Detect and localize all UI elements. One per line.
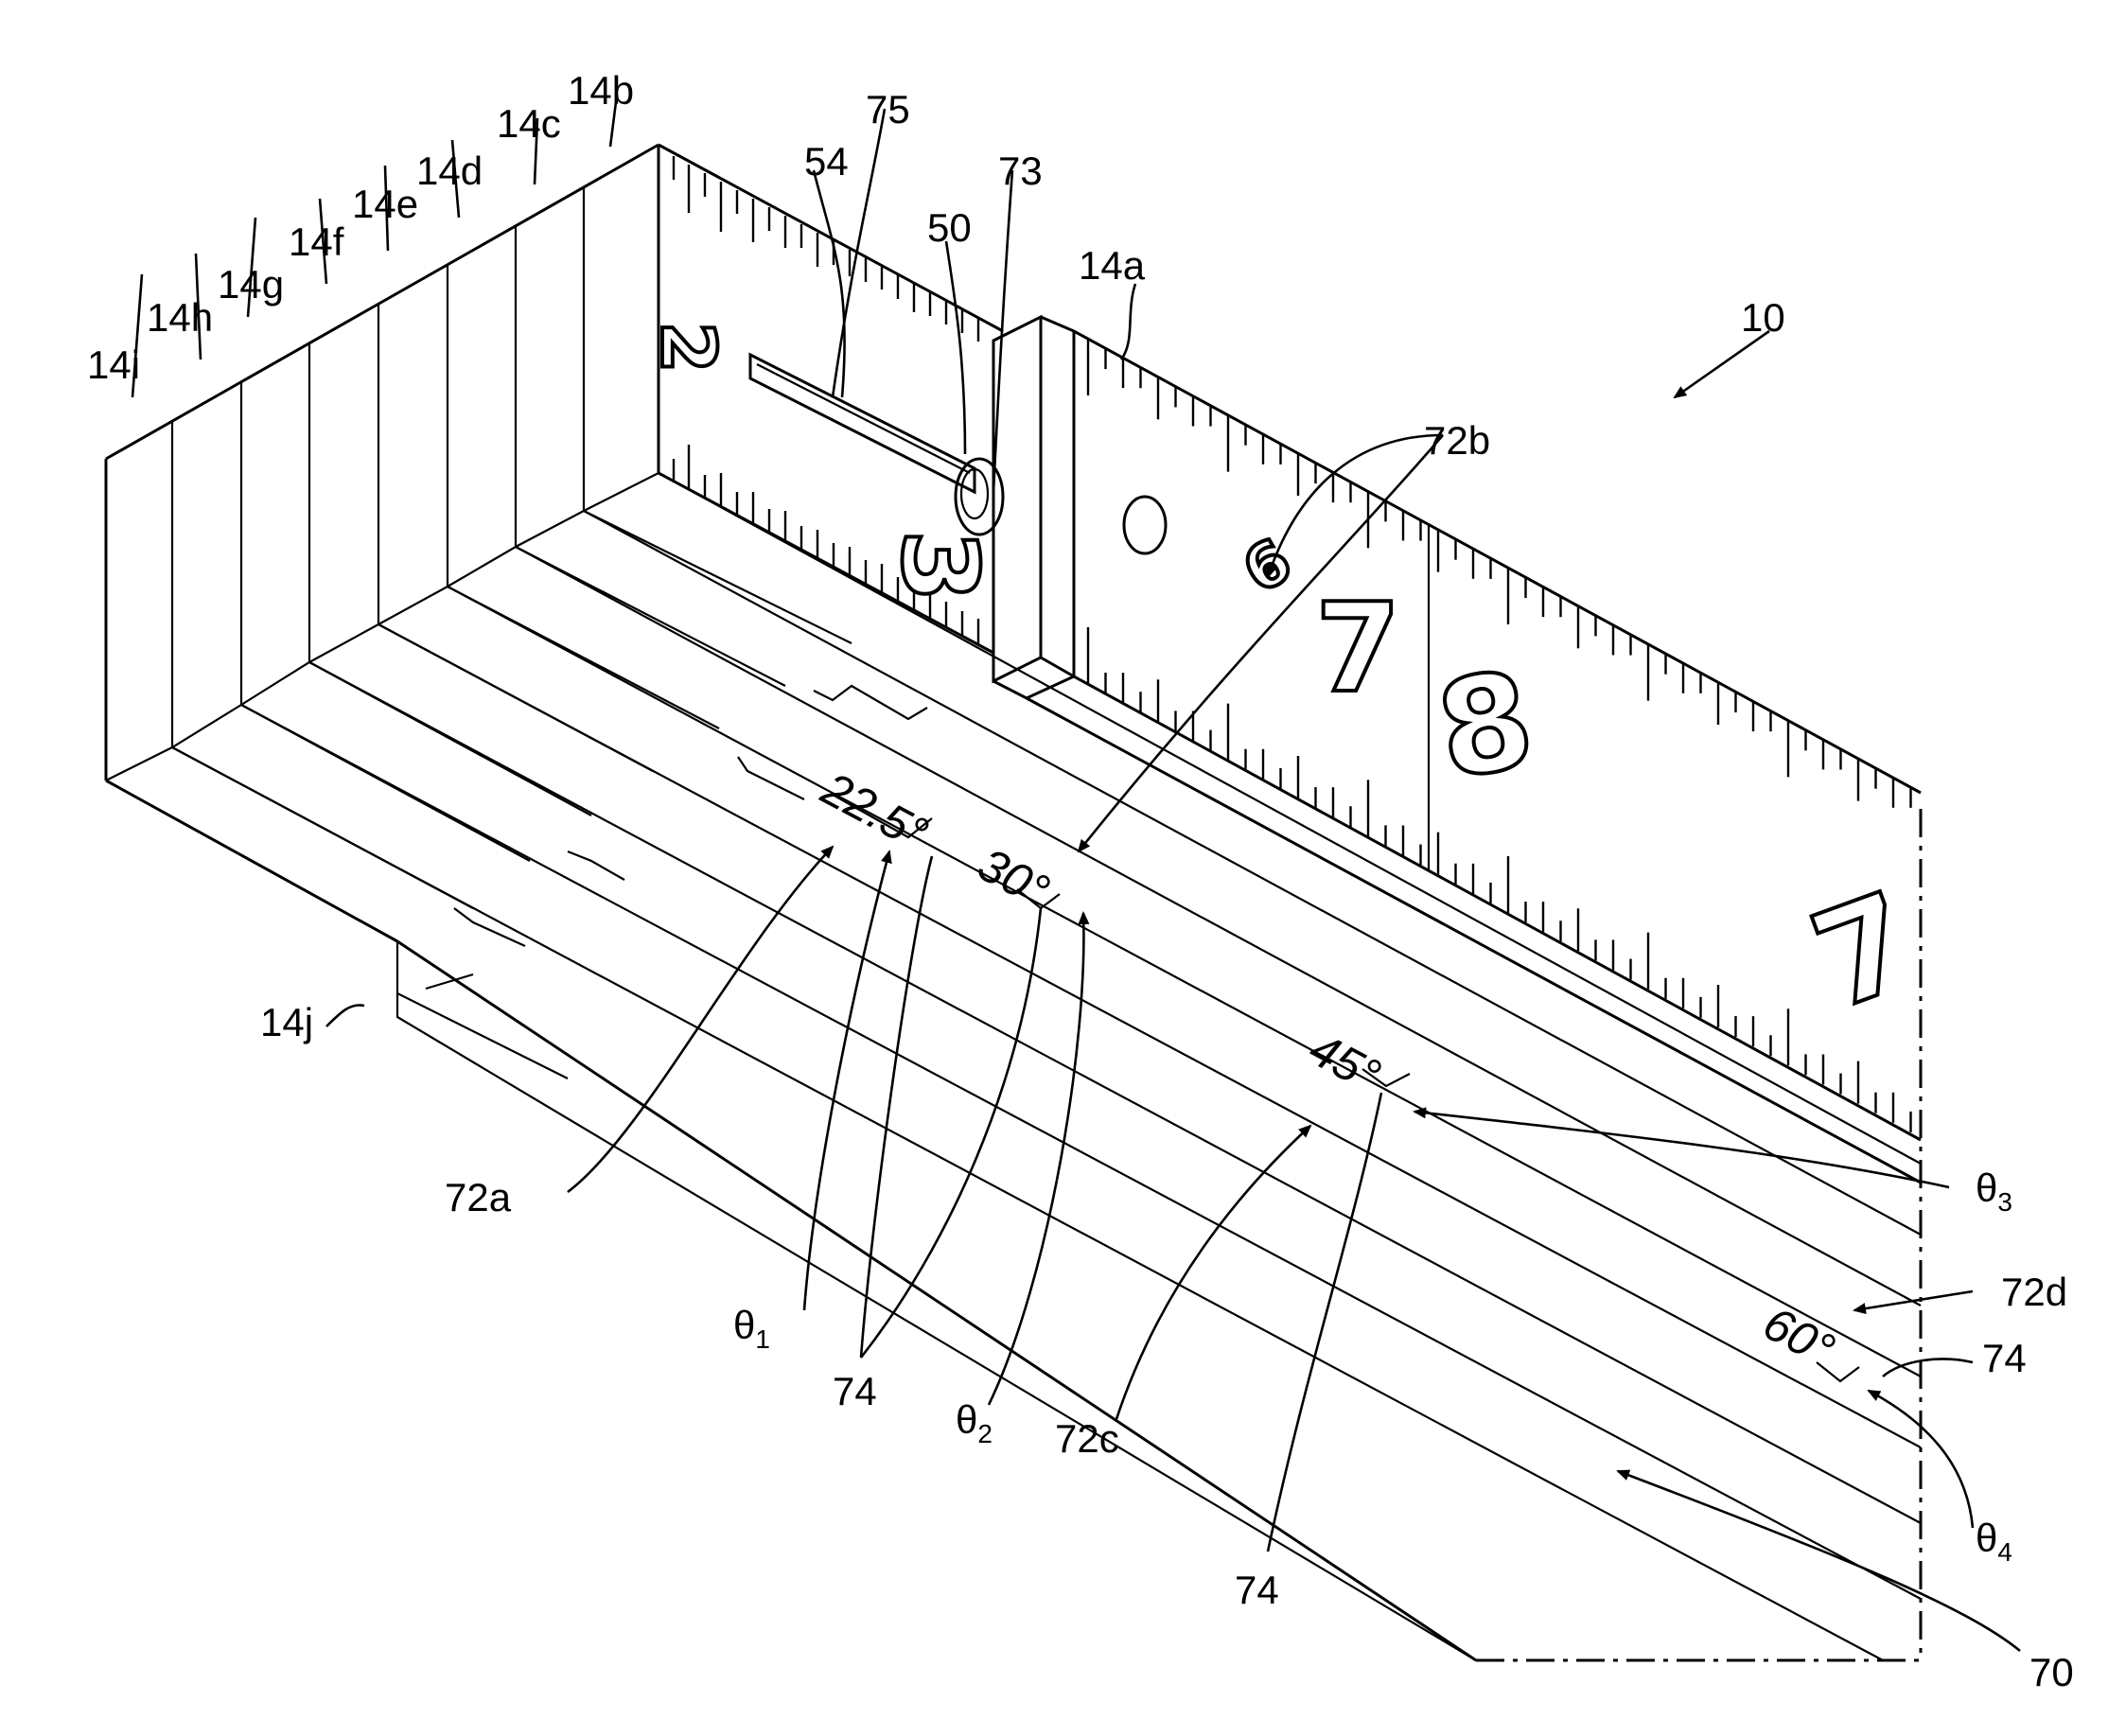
label-72a: 72a <box>445 1175 512 1219</box>
ruler-digit-7-lower: 7 <box>1795 864 1934 1040</box>
svg-text:θ3: θ3 <box>1976 1166 2012 1217</box>
label-14a: 14a <box>1079 243 1146 288</box>
hole <box>1124 497 1166 553</box>
angle-label-60: 60° <box>1755 1296 1843 1377</box>
ruler-digit-3: 3 <box>879 530 1000 603</box>
svg-text:θ2: θ2 <box>956 1397 993 1448</box>
label-74-a: 74 <box>833 1369 877 1413</box>
ruler-digit-2: 2 <box>644 322 729 373</box>
label-74-b: 74 <box>1235 1568 1279 1612</box>
label-50: 50 <box>927 205 972 250</box>
angle-label-45: 45° <box>1301 1022 1389 1102</box>
label-72b: 72b <box>1424 418 1490 463</box>
label-72c: 72c <box>1055 1416 1119 1461</box>
label-74-c: 74 <box>1982 1336 2027 1380</box>
label-14g: 14g <box>218 262 284 307</box>
ruler-digit-7: 7 <box>1315 576 1400 720</box>
label-14c: 14c <box>497 101 561 146</box>
ruler-digit-8: 8 <box>1427 642 1544 810</box>
label-14h: 14h <box>147 295 213 340</box>
label-theta-4: θ4 <box>1976 1516 2012 1567</box>
label-14e: 14e <box>352 182 418 226</box>
svg-text:θ1: θ1 <box>733 1303 770 1354</box>
label-70: 70 <box>2029 1650 2074 1694</box>
label-75: 75 <box>866 87 910 132</box>
label-10: 10 <box>1741 295 1785 340</box>
label-theta-1: θ1 <box>733 1303 770 1354</box>
label-14d: 14d <box>416 149 483 193</box>
svg-text:θ4: θ4 <box>1976 1516 2012 1567</box>
sliding-block <box>993 317 1074 698</box>
slot-54 <box>750 355 975 492</box>
label-theta-3: θ3 <box>1976 1166 2012 1217</box>
label-theta-2: θ2 <box>956 1397 993 1448</box>
label-54: 54 <box>804 139 849 184</box>
label-14f: 14f <box>289 219 344 264</box>
label-73: 73 <box>998 149 1043 193</box>
label-72d: 72d <box>2001 1270 2067 1314</box>
label-14b: 14b <box>568 68 634 113</box>
label-14j: 14j <box>260 1000 313 1044</box>
ruler-digit-6: 6 <box>1232 526 1304 607</box>
angle-label-22-5: 22.5° <box>813 762 937 861</box>
reference-labels: 14b 14c 14d 14e 14f 14g 14h 14i 14j 14a … <box>87 68 2074 1694</box>
label-14i: 14i <box>87 342 140 387</box>
